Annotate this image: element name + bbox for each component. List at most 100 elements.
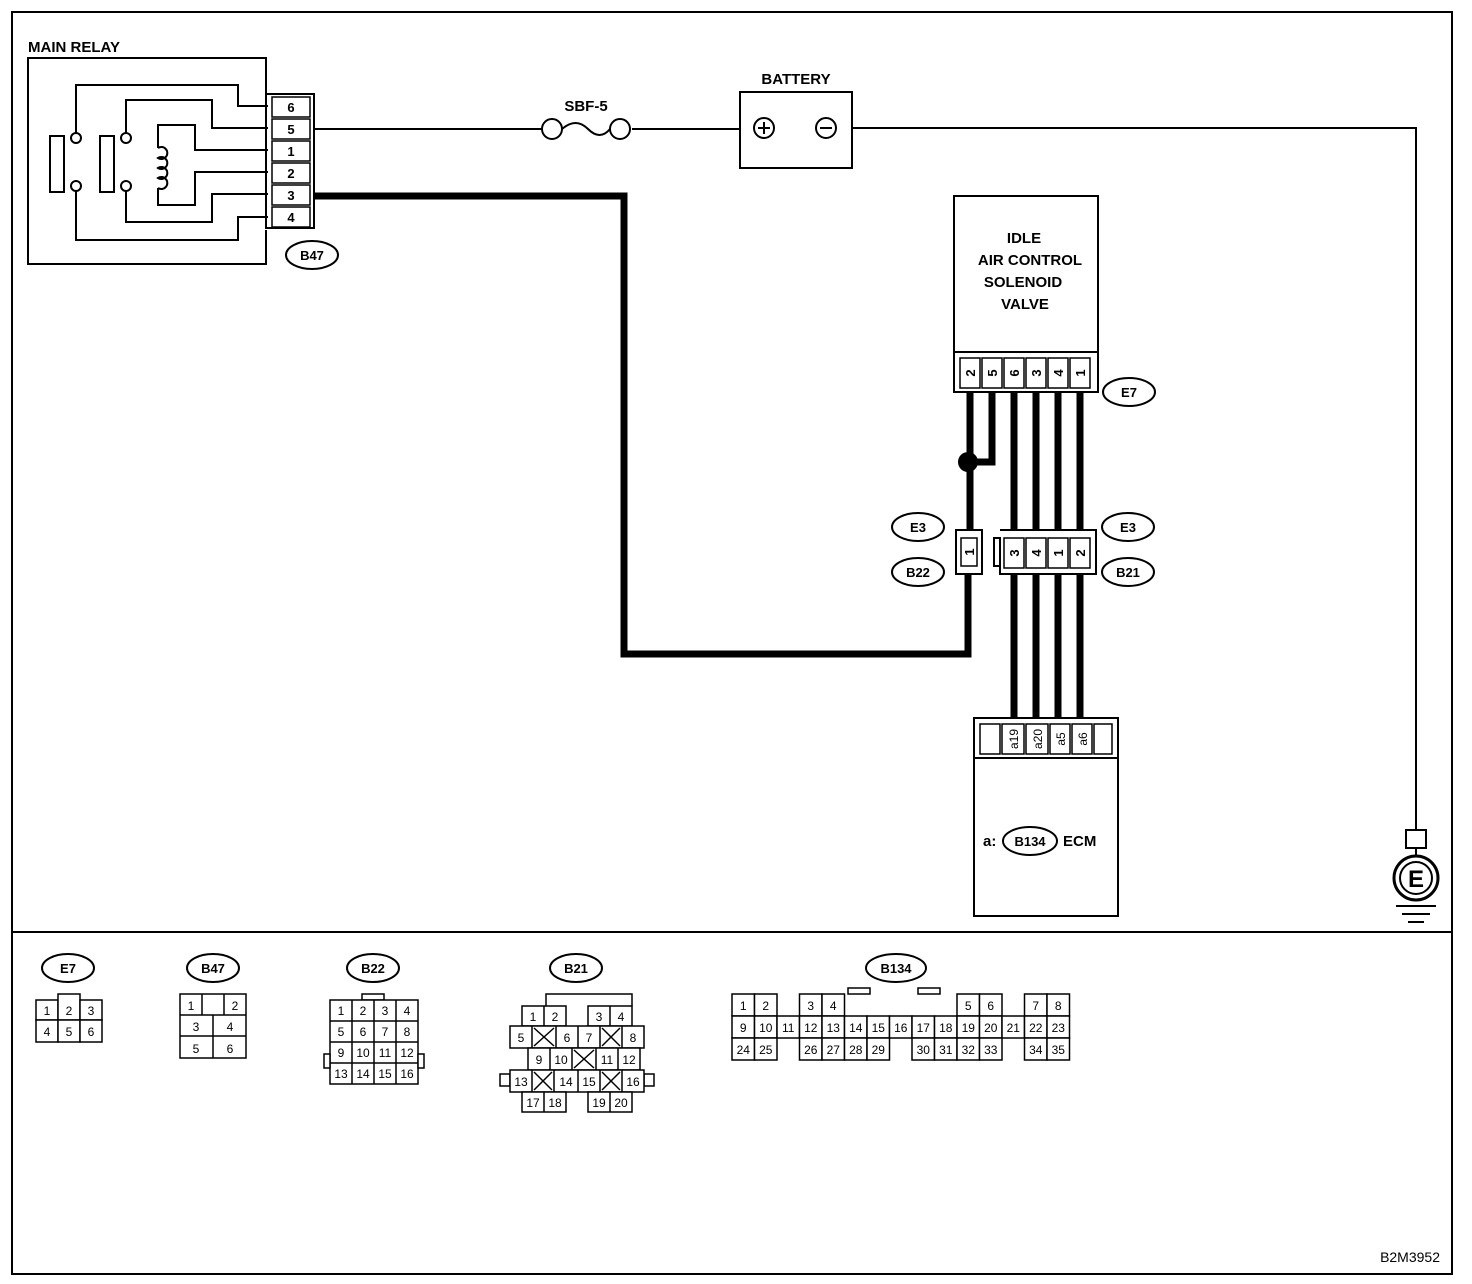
b21-pin: 2 (1073, 549, 1088, 556)
connector-tag-b21: B21 (1101, 557, 1155, 587)
ground-label: E (1408, 866, 1424, 893)
svg-text:2: 2 (66, 1004, 73, 1018)
connector-face-e7: E7 1 2 3 4 5 6 (35, 953, 103, 1043)
svg-text:4: 4 (618, 1010, 625, 1024)
svg-text:19: 19 (592, 1096, 606, 1110)
ecm-wires (1010, 574, 1084, 718)
svg-text:18: 18 (548, 1096, 562, 1110)
svg-text:15: 15 (378, 1067, 392, 1081)
svg-text:1: 1 (338, 1004, 345, 1018)
b134-pin-label: 14 (849, 1021, 863, 1035)
valve-wires (966, 392, 1084, 540)
svg-text:1: 1 (188, 999, 195, 1013)
valve-connector: 2 5 6 3 4 1 (959, 357, 1091, 389)
svg-text:5: 5 (338, 1025, 345, 1039)
svg-text:20: 20 (614, 1096, 628, 1110)
ecm-pin: a6 (1076, 732, 1090, 746)
b134-pin-label: 11 (782, 1021, 795, 1035)
b134-pin-label: 35 (1052, 1043, 1066, 1057)
svg-text:B47: B47 (201, 961, 225, 976)
svg-text:7: 7 (586, 1031, 593, 1045)
valve-pin: 5 (985, 369, 1000, 376)
connector-tag-e7: E7 (1102, 377, 1156, 407)
svg-text:E3: E3 (910, 520, 926, 535)
svg-text:11: 11 (601, 1053, 614, 1067)
b21-pin: 1 (1051, 549, 1066, 556)
ecm-prefix-label: a: (983, 833, 996, 850)
relay-pin: 5 (271, 118, 311, 140)
b134-pin-label: 15 (872, 1021, 886, 1035)
splice-point (958, 452, 978, 472)
svg-text:9: 9 (338, 1046, 345, 1060)
b134-pin-label: 2 (762, 999, 769, 1013)
svg-text:13: 13 (334, 1067, 348, 1081)
b134-pin-cell (978, 1037, 1003, 1061)
b134-pin-label: 33 (984, 1043, 998, 1057)
svg-text:3: 3 (382, 1004, 389, 1018)
b134-pin-label: 31 (939, 1043, 953, 1057)
b134-pin-label: 20 (984, 1021, 998, 1035)
b134-pin-label: 22 (1029, 1021, 1043, 1035)
svg-text:4: 4 (404, 1004, 411, 1018)
relay-pin: 2 (271, 162, 311, 184)
svg-text:3: 3 (596, 1010, 603, 1024)
b134-pin-label: 29 (872, 1043, 886, 1057)
wire-relay-b22 (314, 192, 972, 658)
b134-pin-cell (1046, 1037, 1071, 1061)
b134-lock-tab (847, 987, 871, 995)
svg-text:6: 6 (564, 1031, 571, 1045)
ecm: a19 a20 a5 a6 a: B134 ECM (973, 717, 1119, 917)
connector-tag-b47: B47 (285, 240, 339, 270)
svg-text:8: 8 (404, 1025, 411, 1039)
svg-text:3: 3 (287, 188, 294, 203)
b134-pin-label: 13 (827, 1021, 841, 1035)
b134-pin-label: 9 (740, 1021, 747, 1035)
valve-pin: 4 (1051, 369, 1066, 377)
b134-pin-label: 1 (740, 999, 747, 1013)
b134-lock-tab (917, 987, 941, 995)
main-relay-label: MAIN RELAY (28, 39, 120, 56)
b134-pin-label: 18 (939, 1021, 953, 1035)
relay-pin: 6 (271, 96, 311, 118)
fuse-sbf5 (541, 118, 631, 140)
svg-text:8: 8 (630, 1031, 637, 1045)
b134-pin-label: 16 (894, 1021, 908, 1035)
b134-pin-cell (753, 1037, 778, 1061)
connector-tag-b134: B134 (1014, 834, 1046, 849)
b134-pin-label: 6 (987, 999, 994, 1013)
svg-text:10: 10 (554, 1053, 568, 1067)
svg-text:E7: E7 (1121, 385, 1137, 400)
b134-pin-label: 25 (759, 1043, 773, 1057)
connector-tag-b22: B22 (891, 557, 945, 587)
ground-symbol: E (1392, 829, 1440, 923)
svg-text:15: 15 (582, 1075, 596, 1089)
outer-frame (11, 11, 1453, 1275)
svg-text:6: 6 (360, 1025, 367, 1039)
b134-pin-label: 24 (737, 1043, 751, 1057)
valve-pin: 2 (963, 369, 978, 376)
svg-text:E7: E7 (60, 961, 76, 976)
svg-text:17: 17 (526, 1096, 540, 1110)
svg-text:16: 16 (626, 1075, 640, 1089)
svg-text:6: 6 (287, 100, 294, 115)
connector-tag-e3: E3 (1101, 512, 1155, 542)
svg-text:11: 11 (379, 1046, 392, 1060)
relay-pin: 4 (271, 206, 311, 228)
connector-b22: 1 (955, 529, 983, 575)
svg-text:B21: B21 (564, 961, 588, 976)
b134-pin-label: 19 (962, 1021, 976, 1035)
iac-valve-label: SOLENOID (984, 274, 1063, 291)
fuse-label: SBF-5 (564, 98, 607, 115)
b22-pin: 1 (962, 548, 977, 555)
b134-pin-label: 5 (965, 999, 972, 1013)
svg-text:B21: B21 (1116, 565, 1140, 580)
svg-text:13: 13 (514, 1075, 528, 1089)
svg-text:E3: E3 (1120, 520, 1136, 535)
ecm-label: ECM (1063, 833, 1096, 850)
svg-text:5: 5 (66, 1025, 73, 1039)
b134-pin-label: 17 (917, 1021, 931, 1035)
relay-pin: 1 (271, 140, 311, 162)
relay-pin: 3 (271, 184, 311, 206)
svg-text:14: 14 (356, 1067, 370, 1081)
